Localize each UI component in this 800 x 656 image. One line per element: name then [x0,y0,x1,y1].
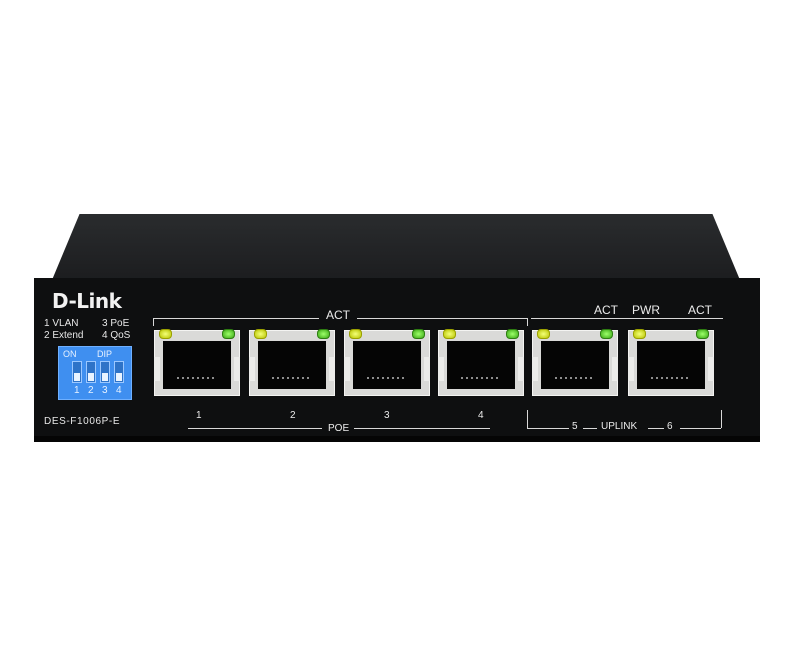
port-clip [329,357,335,381]
port-pins [367,377,407,379]
dip-toggle-1[interactable] [72,361,82,383]
ethernet-port-6[interactable] [628,329,714,396]
port-socket [637,341,705,389]
act-bracket-tick-left [153,318,154,326]
port-number-3: 3 [384,410,390,421]
uplink-bracket-line [648,428,664,429]
port-clip [612,357,618,381]
switch-bottom-edge [34,436,760,442]
port-clip [154,357,160,381]
ethernet-port-3[interactable] [344,329,430,396]
dip-legend-item: 4 QoS [102,330,131,341]
dip-legend: 1 VLAN 3 PoE 2 Extend 4 QoS [44,318,130,342]
port-clip [249,357,255,381]
dip-number: 4 [116,385,122,396]
port-clip [424,357,430,381]
port-clip [708,357,714,381]
port-pins [555,377,595,379]
act-bracket-tick-right [527,318,528,326]
uplink-top-line [531,318,723,319]
uplink-label: UPLINK [601,421,638,432]
port-pins [272,377,312,379]
uplink-bracket-line [680,428,721,429]
act-label-uplink-right: ACT [688,303,712,317]
switch-top-panel [52,214,740,280]
poe-label: POE [328,423,350,434]
led-indicator [159,329,172,339]
port-number-2: 2 [290,410,296,421]
led-indicator [349,329,362,339]
dip-on-label: ON [63,349,77,359]
led-indicator [506,329,519,339]
port-pins [651,377,691,379]
model-label: DES-F1006P-E [44,416,121,427]
ethernet-port-1[interactable] [154,329,240,396]
ethernet-port-5[interactable] [532,329,618,396]
port-socket [353,341,421,389]
act-label-poe: ACT [326,308,350,322]
dip-number: 1 [74,385,80,396]
port-pins [177,377,217,379]
led-indicator [222,329,235,339]
dip-number: 3 [102,385,108,396]
poe-bracket-line-left [188,428,322,429]
brand-logo: D-Link [52,289,122,313]
dip-legend-item: 2 Extend [44,330,84,341]
uplink-bracket-tick-right [721,410,722,428]
uplink-bracket-tick-left [527,410,528,428]
uplink-number-6: 6 [667,421,673,432]
port-clip [518,357,524,381]
ethernet-port-4[interactable] [438,329,524,396]
led-indicator [443,329,456,339]
dip-legend-item: 1 VLAN [44,318,79,329]
port-socket [258,341,326,389]
port-clip [344,357,350,381]
act-label-uplink-left: ACT [594,303,618,317]
dip-switch[interactable]: ON DIP 1 2 3 4 [58,346,132,400]
act-bracket-line-right [357,318,528,319]
port-socket [163,341,231,389]
port-number-4: 4 [478,410,484,421]
port-clip [532,357,538,381]
dip-dip-label: DIP [97,349,113,359]
port-clip [438,357,444,381]
port-socket [541,341,609,389]
act-bracket-line-left [153,318,319,319]
port-clip [234,357,240,381]
port-number-1: 1 [196,410,202,421]
dip-number: 2 [88,385,94,396]
dip-toggle-2[interactable] [86,361,96,383]
uplink-bracket-line [527,428,569,429]
pwr-label: PWR [632,303,660,317]
led-indicator [254,329,267,339]
led-indicator [537,329,550,339]
ethernet-port-2[interactable] [249,329,335,396]
dip-toggle-3[interactable] [100,361,110,383]
power-led [633,329,646,339]
port-pins [461,377,501,379]
port-socket [447,341,515,389]
led-indicator [696,329,709,339]
uplink-bracket-line [583,428,597,429]
led-indicator [412,329,425,339]
led-indicator [600,329,613,339]
poe-bracket-line-right [354,428,490,429]
dip-toggle-4[interactable] [114,361,124,383]
port-clip [628,357,634,381]
uplink-number-5: 5 [572,421,578,432]
led-indicator [317,329,330,339]
dip-legend-item: 3 PoE [102,318,130,329]
